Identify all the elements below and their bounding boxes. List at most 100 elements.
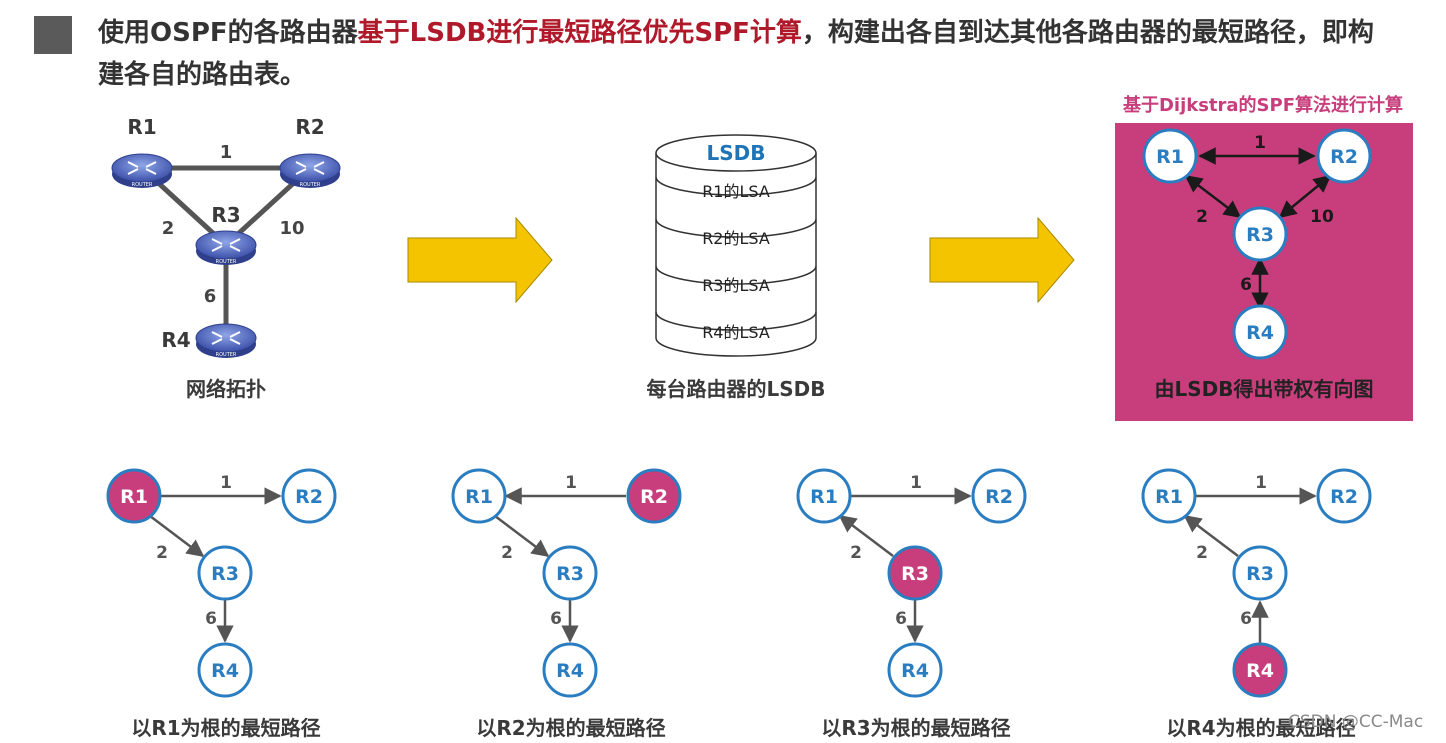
tree4-node-r4-root: R4 <box>1232 642 1288 698</box>
tree2-node-r3: R3 <box>542 545 598 601</box>
tree1-node-r1-root: R1 <box>106 468 162 524</box>
tree3-node-r4: R4 <box>887 642 943 698</box>
svg-text:ROUTER: ROUTER <box>300 182 321 188</box>
tree1-node-r4: R4 <box>197 642 253 698</box>
lsdb-row-r1: R1的LSA <box>702 182 770 201</box>
graph-node-r4: R4 <box>1232 304 1288 360</box>
svg-text:R1: R1 <box>1156 146 1184 168</box>
tree-r2: 1 2 6 R1 R2 R3 R4 <box>451 468 682 698</box>
topo-label-r4: R4 <box>161 328 190 352</box>
topo-label-r3: R3 <box>211 203 240 227</box>
topo-label-r2: R2 <box>295 115 324 139</box>
lsdb-row-r2: R2的LSA <box>702 229 770 248</box>
router-icon: ROUTER <box>195 323 257 358</box>
page-title: 使用OSPF的各路由器基于LSDB进行最短路径优先SPF计算，构建出各自到达其他… <box>98 12 1398 96</box>
svg-text:R4: R4 <box>211 660 239 682</box>
svg-text:R4: R4 <box>1246 660 1274 682</box>
topology-caption: 网络拓扑 <box>186 377 266 401</box>
router-icon: ROUTER <box>279 153 341 188</box>
graph-node-r1: R1 <box>1142 128 1198 184</box>
tree4-cost-r3-r4: 6 <box>1240 609 1252 629</box>
tree1-node-r3: R3 <box>197 545 253 601</box>
router-icon: ROUTER <box>111 153 173 188</box>
router-icon: ROUTER <box>195 230 257 265</box>
tree4-node-r1: R1 <box>1141 468 1197 524</box>
watermark: CSDN @CC-Mac <box>1288 712 1424 732</box>
svg-text:ROUTER: ROUTER <box>216 352 237 358</box>
tree3-cost-r1-r2: 1 <box>910 473 922 493</box>
tree3-cost-r3-r4: 6 <box>895 609 907 629</box>
lsdb-cylinder: LSDB R1的LSA R2的LSA R3的LSA R4的LSA <box>655 134 817 357</box>
svg-text:R1: R1 <box>810 486 838 508</box>
svg-text:R3: R3 <box>1246 563 1274 585</box>
tree4-caption: 以R4为根的最短路径 <box>1166 716 1356 740</box>
svg-text:R2: R2 <box>985 486 1013 508</box>
tree3-node-r2: R2 <box>971 468 1027 524</box>
tree2-node-r1: R1 <box>451 468 507 524</box>
lsdb-caption: 每台路由器的LSDB <box>646 377 826 401</box>
svg-text:R1: R1 <box>120 486 148 508</box>
svg-text:R2: R2 <box>640 486 668 508</box>
flow-arrow-2 <box>929 216 1075 304</box>
svg-text:ROUTER: ROUTER <box>216 259 237 265</box>
tree4-node-r3: R3 <box>1232 545 1288 601</box>
tree1-cost-r1-r3: 2 <box>156 543 168 563</box>
tree1-caption: 以R1为根的最短路径 <box>131 716 321 740</box>
title-highlight: 基于LSDB进行最短路径优先SPF计算 <box>357 18 802 48</box>
tree1-node-r2: R2 <box>281 468 337 524</box>
svg-text:R3: R3 <box>901 563 929 585</box>
topo-cost-r1-r3: 2 <box>162 218 175 239</box>
graph-node-r2: R2 <box>1316 128 1372 184</box>
topo-label-r1: R1 <box>127 115 156 139</box>
tree2-cost-r3-r4: 6 <box>550 609 562 629</box>
title-part2: ，构建出各自到达其他各路由器的最短路径，即构建各自的路由表。 <box>98 18 1374 90</box>
svg-text:R4: R4 <box>901 660 929 682</box>
svg-text:R2: R2 <box>295 486 323 508</box>
tree2-edge-r1-r3 <box>494 515 550 558</box>
tree-r3: 1 2 6 R1 R2 R3 R4 <box>796 468 1027 698</box>
tree4-node-r2: R2 <box>1316 468 1372 524</box>
tree2-cost-r1-r3: 2 <box>501 543 513 563</box>
svg-text:R4: R4 <box>1246 322 1274 344</box>
graph-caption: 由LSDB得出带权有向图 <box>1154 377 1374 401</box>
svg-text:R3: R3 <box>211 563 239 585</box>
svg-text:R2: R2 <box>1330 486 1358 508</box>
flow-arrow-1 <box>407 216 553 304</box>
tree2-cost-r1-r2: 1 <box>565 473 577 493</box>
graph-cost-r2-r3: 10 <box>1310 207 1334 227</box>
lsdb-row-r4: R4的LSA <box>702 323 770 342</box>
tree4-edge-r3-r1 <box>1183 514 1239 557</box>
tree4-cost-r1-r3: 2 <box>1196 543 1208 563</box>
tree4-cost-r1-r2: 1 <box>1255 473 1267 493</box>
svg-text:R3: R3 <box>1246 224 1274 246</box>
svg-text:R3: R3 <box>556 563 584 585</box>
graph-cost-r1-r3: 2 <box>1196 207 1208 227</box>
svg-text:R1: R1 <box>1155 486 1183 508</box>
title-part1: 使用OSPF的各路由器 <box>98 18 358 48</box>
tree1-cost-r1-r2: 1 <box>220 473 232 493</box>
graph-edge-r1-r3 <box>1184 174 1242 219</box>
tree-r1: 1 2 6 R1 R2 R3 R4 <box>106 468 337 698</box>
tree1-cost-r3-r4: 6 <box>205 609 217 629</box>
lsdb-title: LSDB <box>707 141 766 165</box>
tree3-caption: 以R3为根的最短路径 <box>821 716 1011 740</box>
svg-text:R1: R1 <box>465 486 493 508</box>
tree3-edge-r3-r1 <box>838 514 894 557</box>
topo-cost-r2-r3: 10 <box>279 218 304 239</box>
tree1-edge-r1-r3 <box>149 515 205 558</box>
svg-text:R4: R4 <box>556 660 584 682</box>
tree3-node-r1: R1 <box>796 468 852 524</box>
graph-edge-r2-r3 <box>1278 174 1332 219</box>
tree2-caption: 以R2为根的最短路径 <box>476 716 666 740</box>
graph-cost-r1-r2: 1 <box>1254 133 1266 153</box>
tree-r4: 1 2 6 R1 R2 R3 R4 <box>1141 468 1372 698</box>
title-bullet <box>34 16 72 54</box>
svg-text:R2: R2 <box>1330 146 1358 168</box>
tree2-node-r4: R4 <box>542 642 598 698</box>
lsdb-row-r3: R3的LSA <box>702 276 770 295</box>
topo-cost-r3-r4: 6 <box>204 286 217 307</box>
tree3-node-r3-root: R3 <box>887 545 943 601</box>
graph-title: 基于Dijkstra的SPF算法进行计算 <box>1122 95 1404 116</box>
topology: 1 2 10 6 ROUTER ROUTER ROUTER ROUTER <box>111 115 341 358</box>
